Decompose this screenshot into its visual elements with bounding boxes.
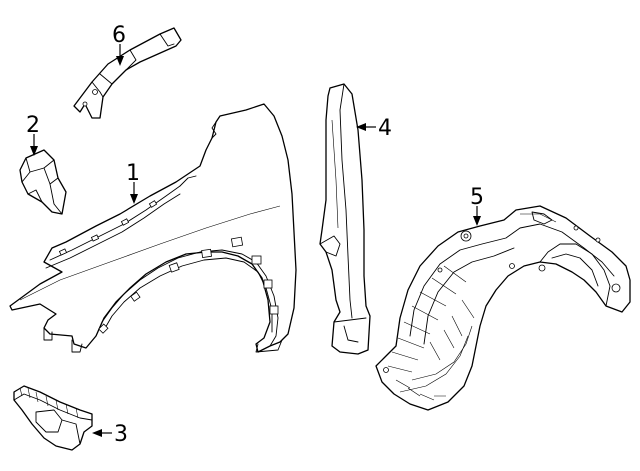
leader-3 (92, 429, 112, 437)
upper-reinforcement-icon[interactable] (73, 27, 182, 119)
leader-2 (30, 134, 38, 156)
leader-5 (473, 206, 481, 226)
leader-4 (356, 123, 376, 131)
fender-bracket-icon[interactable] (19, 149, 67, 215)
lower-bracket-icon[interactable] (13, 385, 93, 451)
leader-6 (116, 44, 124, 66)
fender-liner-icon[interactable] (375, 205, 631, 411)
callout-5: 5 (470, 185, 484, 210)
callout-1: 1 (126, 161, 140, 186)
callout-4: 4 (378, 116, 392, 141)
callout-2: 2 (26, 113, 40, 138)
fender-icon[interactable] (9, 103, 297, 353)
callout-6: 6 (112, 23, 126, 48)
insulator-icon[interactable] (319, 83, 371, 355)
callout-3: 3 (114, 422, 128, 447)
leader-1 (130, 182, 138, 204)
